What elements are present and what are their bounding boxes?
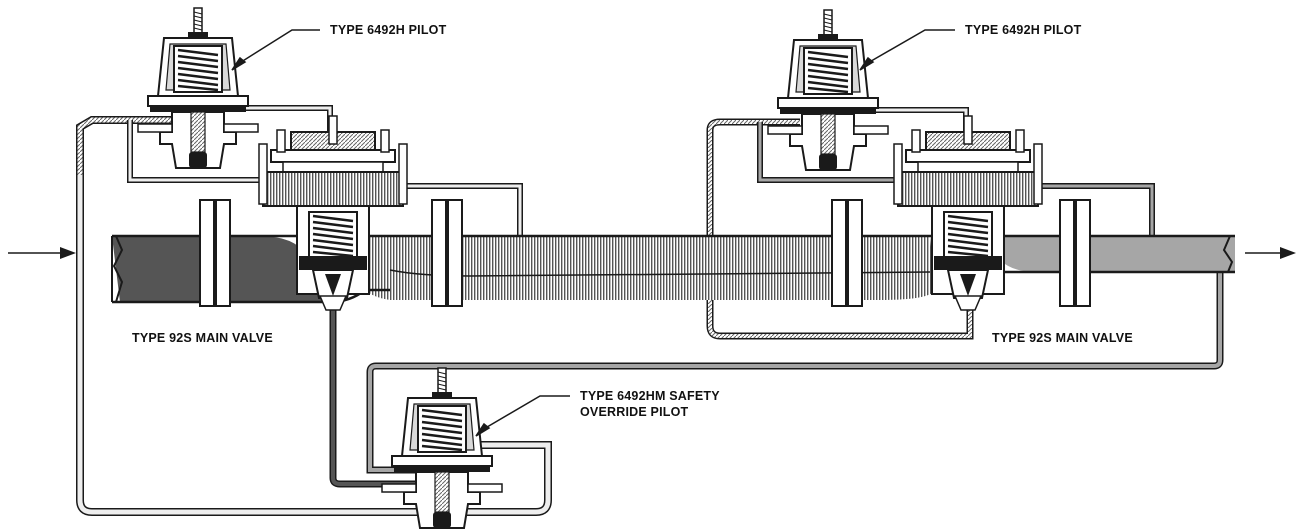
- label-safety-pilot-line2: OVERRIDE PILOT: [580, 405, 689, 419]
- main-valve-right-drawing: [894, 116, 1042, 311]
- pipeline: [111, 234, 1235, 304]
- pilot-tubing: [76, 105, 1224, 516]
- label-pilot-right: TYPE 6492H PILOT: [965, 23, 1082, 37]
- pilot-left-drawing: [138, 8, 258, 168]
- main-valve-left-drawing: [259, 116, 407, 311]
- label-pilot-left: TYPE 6492H PILOT: [330, 23, 447, 37]
- leader-safety-pilot: [481, 395, 570, 431]
- label-main-valve-left: TYPE 92S MAIN VALVE: [132, 331, 273, 345]
- inlet-flow-arrow: [8, 247, 76, 259]
- leader-pilot-right-head: [859, 56, 875, 71]
- leader-safety-pilot-head: [475, 422, 491, 437]
- outlet-flow-arrow: [1245, 247, 1296, 259]
- pipe-flanges: [199, 199, 1091, 307]
- pilot-right-drawing: [768, 10, 888, 170]
- label-main-valve-right: TYPE 92S MAIN VALVE: [992, 331, 1133, 345]
- label-safety-pilot-line1: TYPE 6492HM SAFETY: [580, 389, 720, 403]
- leader-pilot-left-head: [231, 56, 247, 71]
- leader-pilot-left: [237, 29, 320, 65]
- leader-pilot-right: [865, 29, 955, 65]
- leader-lines: [231, 29, 955, 437]
